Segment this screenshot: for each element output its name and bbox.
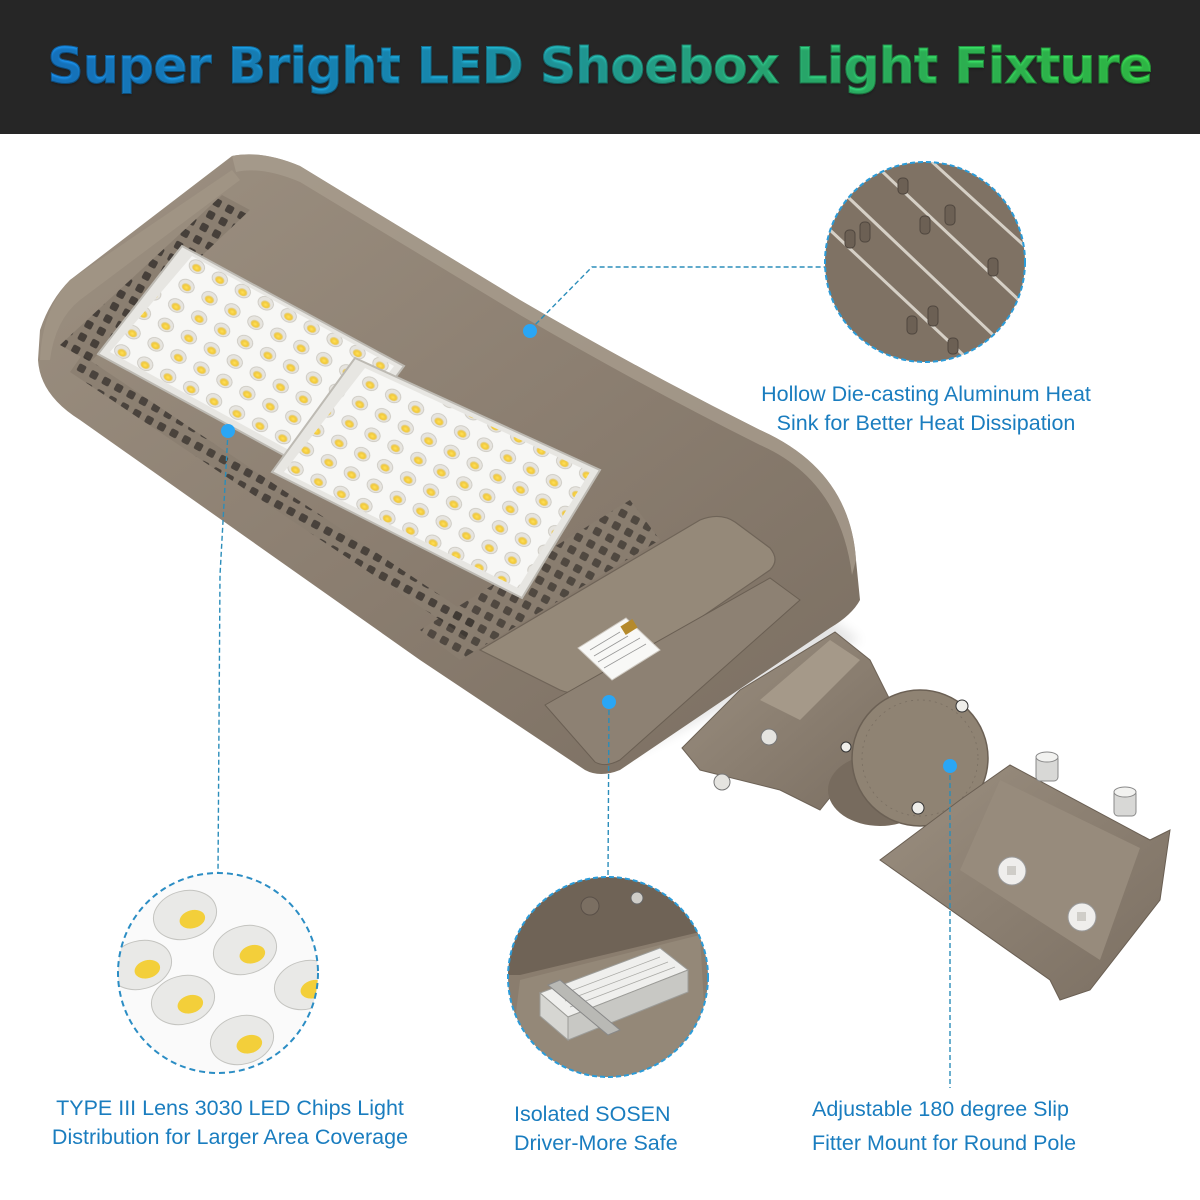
- caption-driver-line-1: Isolated SOSEN: [514, 1102, 671, 1126]
- product-label: [577, 617, 661, 681]
- leader-line-driver: [607, 701, 610, 878]
- slip-fitter-mount: [681, 631, 1171, 1001]
- leader-lines: [217, 266, 951, 1088]
- heat-sink-marker-dot: [523, 324, 537, 338]
- slip-fitter-marker-dot: [943, 759, 957, 773]
- caption-led-lens-line-1: TYPE III Lens 3030 LED Chips Light: [56, 1096, 404, 1120]
- caption-led-lens-line-2: Distribution for Larger Area Coverage: [51, 1125, 409, 1149]
- leader-line-heat-sink: [529, 266, 825, 331]
- caption-heat-sink-line-2: Sink for Better Heat Dissipation: [776, 411, 1076, 435]
- led-module-2: [270, 356, 602, 600]
- title-bar: Super Bright LED Shoebox Light Fixture: [0, 0, 1200, 134]
- caption-slip-fitter-line-1: Adjustable 180 degree Slip: [812, 1097, 1069, 1121]
- driver-detail-circle: [507, 876, 709, 1078]
- led-marker-dot: [221, 424, 235, 438]
- caption-driver: Isolated SOSEN Driver-More Safe: [514, 1100, 678, 1158]
- driver-marker-dot: [602, 695, 616, 709]
- heat-sink-detail-circle: [824, 161, 1026, 363]
- caption-heat-sink: Hollow Die-casting Aluminum Heat Sink fo…: [745, 380, 1107, 438]
- caption-driver-line-2: Driver-More Safe: [514, 1131, 678, 1155]
- caption-led-lens: TYPE III Lens 3030 LED Chips Light Distr…: [30, 1094, 430, 1152]
- caption-heat-sink-line-1: Hollow Die-casting Aluminum Heat: [761, 382, 1091, 406]
- page-title: Super Bright LED Shoebox Light Fixture: [47, 37, 1153, 96]
- caption-slip-fitter: Adjustable 180 degree Slip Fitter Mount …: [812, 1092, 1076, 1160]
- led-lens-detail-circle: [117, 872, 319, 1074]
- caption-slip-fitter-line-2: Fitter Mount for Round Pole: [812, 1131, 1077, 1155]
